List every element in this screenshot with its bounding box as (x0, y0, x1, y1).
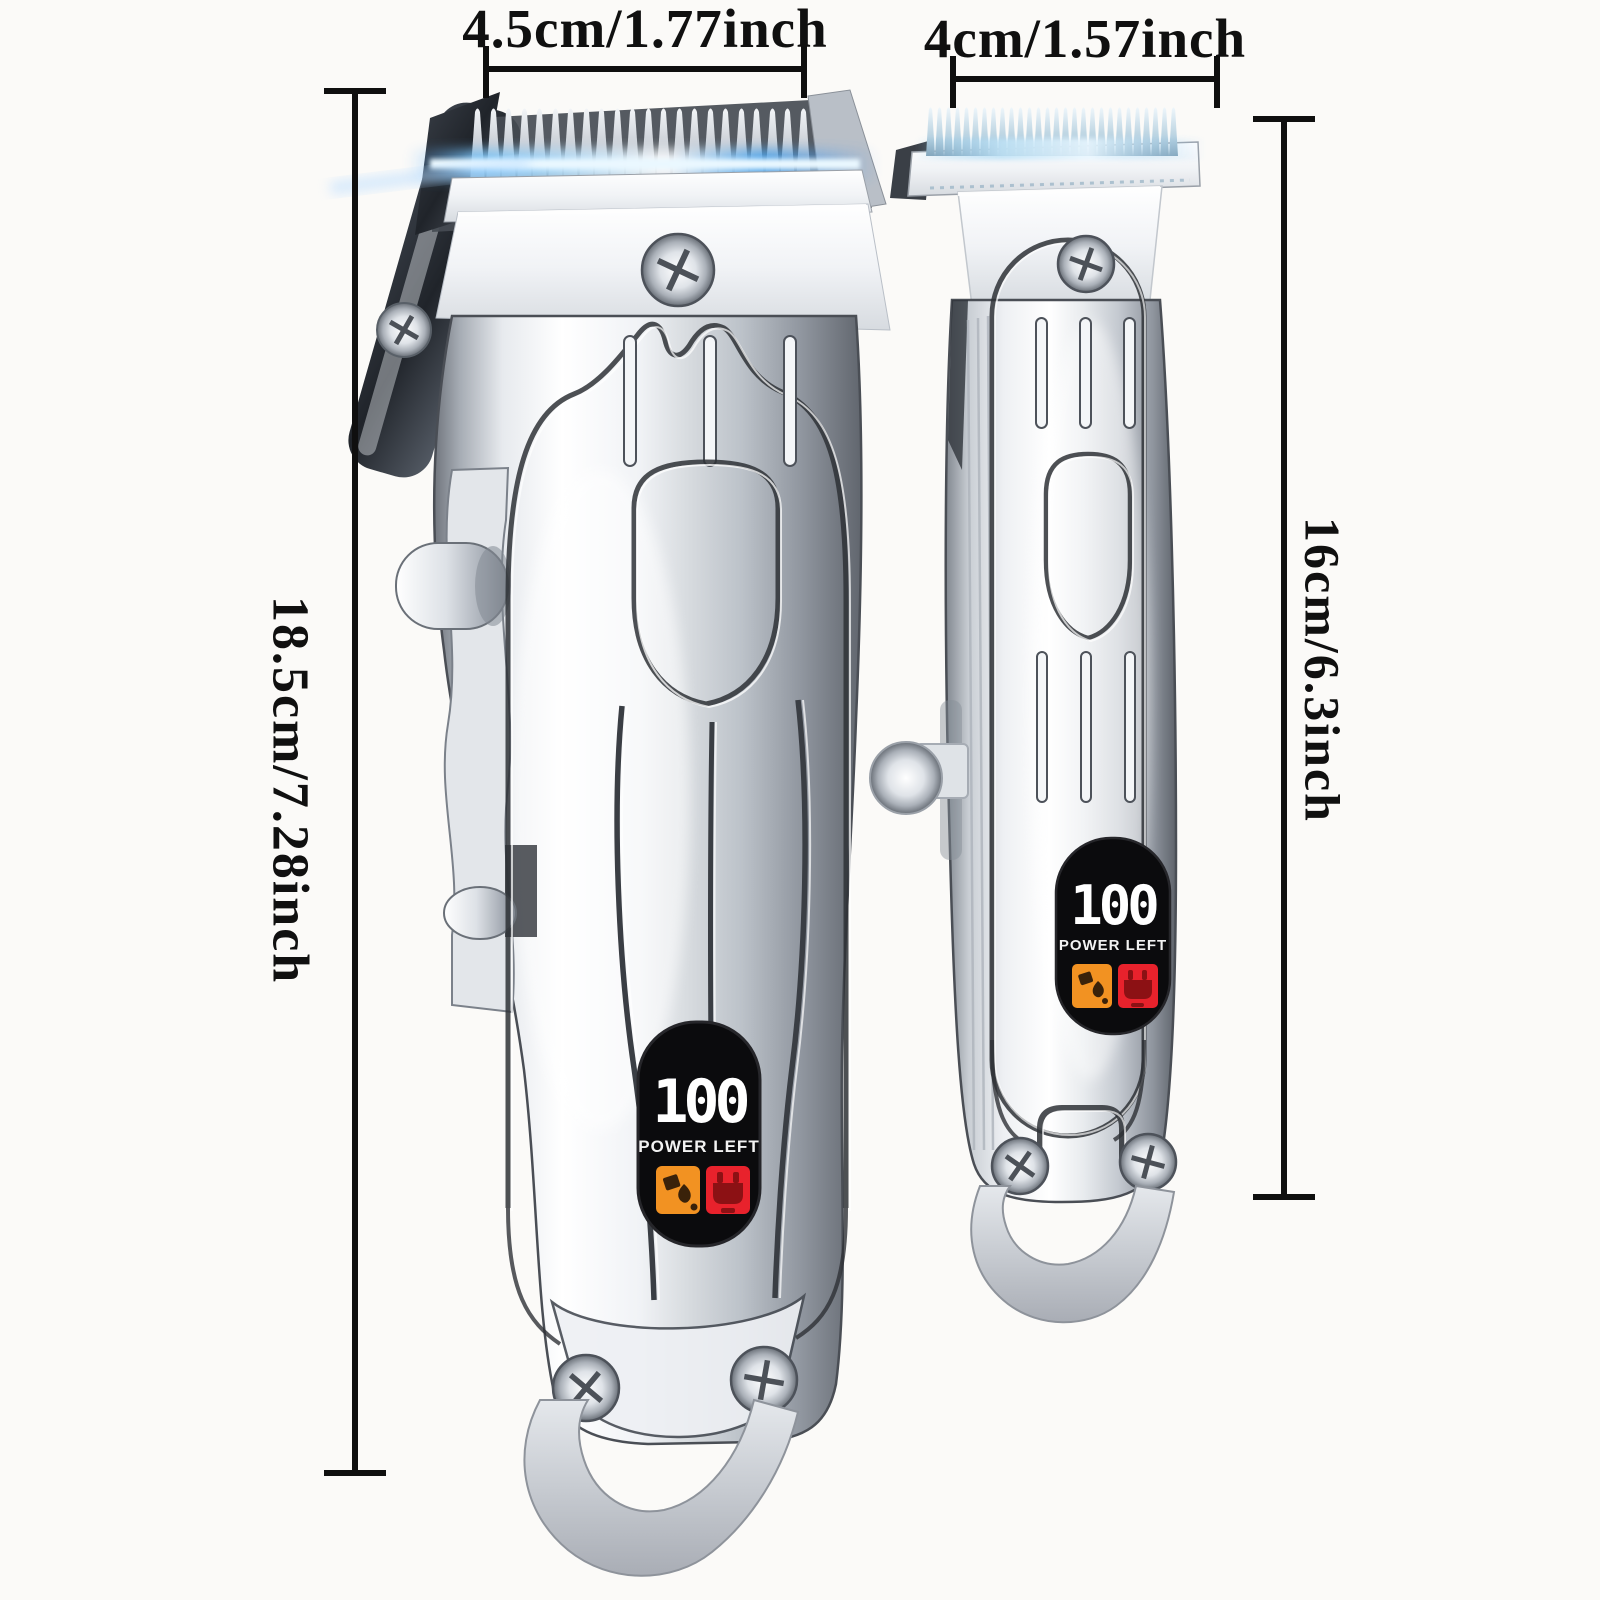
body-emboss-outline (505, 321, 851, 1211)
bottom-screw (990, 1136, 1050, 1196)
dimension-tick (950, 56, 956, 108)
battery-percentage: 100 (652, 1067, 747, 1137)
hanging-hook (523, 1398, 800, 1577)
dimension-cap (1253, 116, 1315, 122)
hanging-hook (970, 1184, 1176, 1324)
side-pin (443, 886, 517, 940)
hair-clipper: 100 POWER LEFT (330, 89, 891, 1577)
bottom-screw (1118, 1132, 1178, 1192)
top-screw (640, 232, 716, 308)
dimension-tick (1214, 56, 1220, 108)
bottom-screw (729, 1345, 799, 1415)
clipper-length-label: 18.5cm/7.28inch (261, 595, 319, 985)
trimmer-upper-grooves (1035, 317, 1136, 429)
battery-percentage: 100 (1070, 874, 1157, 937)
trimmer-blade-housing (957, 185, 1163, 307)
charging-plug-icon (1118, 964, 1158, 1008)
clipper-width-dimension-line (483, 66, 807, 72)
trimmer-width-label: 4cm/1.57inch (923, 8, 1247, 69)
dimension-cap (324, 88, 386, 94)
dimension-cap (324, 1470, 386, 1476)
trimmer-blade (890, 107, 1205, 200)
oil-wash-icon (656, 1166, 700, 1214)
trimmer-length-dimension-line (1281, 116, 1287, 1200)
upper-grooves (623, 335, 797, 467)
trimmer-bottom (970, 1039, 1178, 1324)
charging-plug-icon (706, 1166, 750, 1214)
clipper-length-dimension-line (352, 88, 358, 1476)
trimmer-display: 100 POWER LEFT (1054, 836, 1172, 1036)
trimmer-length-label: 16cm/6.3inch (1294, 517, 1351, 823)
blade-glow (330, 150, 878, 195)
trimmer-lower-grooves (1036, 651, 1136, 803)
clipper-bottom (506, 1207, 848, 1577)
trimmer-top-screw (1056, 234, 1116, 294)
power-left-label: POWER LEFT (638, 1137, 759, 1156)
side-lever (376, 302, 537, 1014)
clipper-display: 100 POWER LEFT (636, 1020, 762, 1248)
dimension-tick (801, 46, 807, 98)
shield-emblem (631, 459, 782, 709)
power-left-label: POWER LEFT (1059, 937, 1167, 954)
dimension-cap (1253, 1194, 1315, 1200)
hair-trimmer: 100 POWER LEFT (869, 107, 1205, 1324)
clipper-width-label: 4.5cm/1.77inch (462, 0, 828, 59)
oil-wash-icon (1072, 964, 1112, 1008)
trimmer-shield-emblem (1043, 451, 1134, 643)
side-screw (376, 302, 432, 358)
trimmer-side-knob (869, 700, 969, 860)
dimension-tick (483, 46, 489, 98)
trimmer-width-dimension-line (950, 76, 1220, 82)
